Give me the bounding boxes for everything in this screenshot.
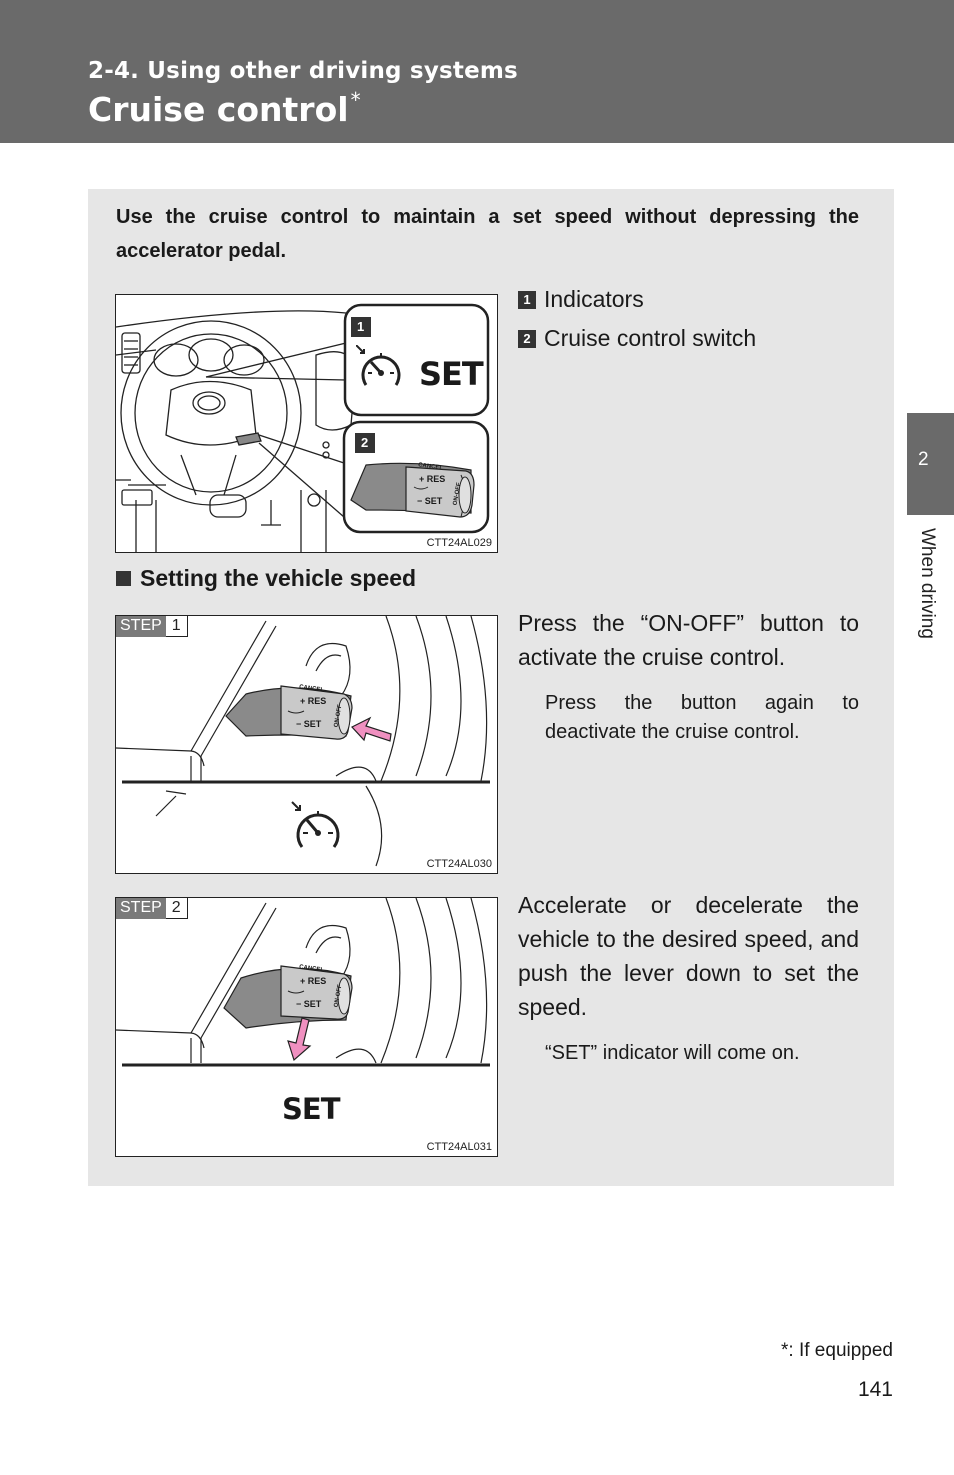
lever-set-label: − SET xyxy=(417,496,442,506)
set-indicator-label: SET xyxy=(419,355,484,393)
step-number: 2 xyxy=(165,898,188,919)
page-header xyxy=(0,0,954,143)
step1-figure: STEP 1 CANCEL + RES − SET ON-OFF CTT24AL… xyxy=(115,615,498,874)
chapter-tab[interactable]: 2 xyxy=(907,413,954,515)
lever-set: SET xyxy=(303,719,322,729)
figure-code: CTT24AL029 xyxy=(426,537,492,549)
figure-code: CTT24AL031 xyxy=(426,1141,492,1153)
square-bullet-icon xyxy=(116,571,131,586)
callout-num-2: 2 xyxy=(361,435,369,450)
legend-num: 1 xyxy=(518,290,536,309)
step2-figure: STEP 2 CANCEL + RES − SET ON-OFF SET CTT… xyxy=(115,897,498,1157)
lever-set: SET xyxy=(303,999,322,1009)
step-label: STEP xyxy=(116,898,166,919)
title-text: Cruise control xyxy=(88,90,349,129)
lever-res: RES xyxy=(307,976,327,986)
lever-res: RES xyxy=(426,474,446,484)
lever-plus: + xyxy=(419,474,425,484)
chapter-label: When driving xyxy=(917,528,938,639)
legend-num: 2 xyxy=(518,329,536,348)
subsection-heading: Setting the vehicle speed xyxy=(116,565,416,592)
lever-set-label: − SET xyxy=(296,999,321,1009)
overview-figure: 1 2 SET CANCEL + RES − SET ON-OFF CTT24A… xyxy=(115,294,498,553)
step2-note: “SET” indicator will come on. xyxy=(545,1042,800,1064)
page-number: 141 xyxy=(857,1378,893,1401)
chapter-number: 2 xyxy=(918,449,929,470)
legend-label: Indicators xyxy=(544,286,644,312)
page-title: Cruise control* xyxy=(88,88,361,129)
lever-res-label: + RES xyxy=(300,696,326,706)
legend-label: Cruise control switch xyxy=(544,325,757,351)
step-badge: STEP 1 xyxy=(116,616,188,637)
lever-plus: + xyxy=(300,696,306,706)
lever-set-label: − SET xyxy=(296,719,321,729)
intro-text: Use the cruise control to maintain a set… xyxy=(116,206,859,262)
step-badge: STEP 2 xyxy=(116,898,188,919)
step2-text: Accelerate or decelerate the vehicle to … xyxy=(518,892,859,1020)
section-title: 2-4. Using other driving systems xyxy=(88,58,518,84)
arrow-icon xyxy=(351,716,392,742)
subsection-title: Setting the vehicle speed xyxy=(140,565,417,591)
footnote: *: If equipped xyxy=(781,1340,893,1361)
step1-text: Press the “ON-OFF” button to activate th… xyxy=(518,610,859,670)
step1-note: Press the button again to deactivate the… xyxy=(545,692,859,743)
lever-res: RES xyxy=(307,696,327,706)
dashboard-illustration xyxy=(116,303,490,552)
figure-code: CTT24AL030 xyxy=(426,858,492,870)
lever-res-label: + RES xyxy=(300,976,326,986)
lever-minus: − xyxy=(296,719,302,729)
arrow-icon xyxy=(287,1017,312,1062)
lever-plus: + xyxy=(300,976,306,986)
step-number: 1 xyxy=(165,616,188,637)
step-label: STEP xyxy=(116,616,166,637)
lever-minus: − xyxy=(296,999,302,1009)
lever-res-label: + RES xyxy=(419,474,445,484)
set-indicator-label: SET xyxy=(282,1092,340,1126)
step2-illustration xyxy=(116,898,490,1067)
lever-set: SET xyxy=(424,496,443,506)
step1-illustration xyxy=(116,616,490,867)
legend-item-switch: 2 Cruise control switch xyxy=(518,325,756,352)
callout-num-1: 1 xyxy=(357,319,365,334)
legend-item-indicators: 1 Indicators xyxy=(518,286,644,313)
equipped-mark: * xyxy=(350,88,361,112)
lever-minus: − xyxy=(417,496,423,506)
